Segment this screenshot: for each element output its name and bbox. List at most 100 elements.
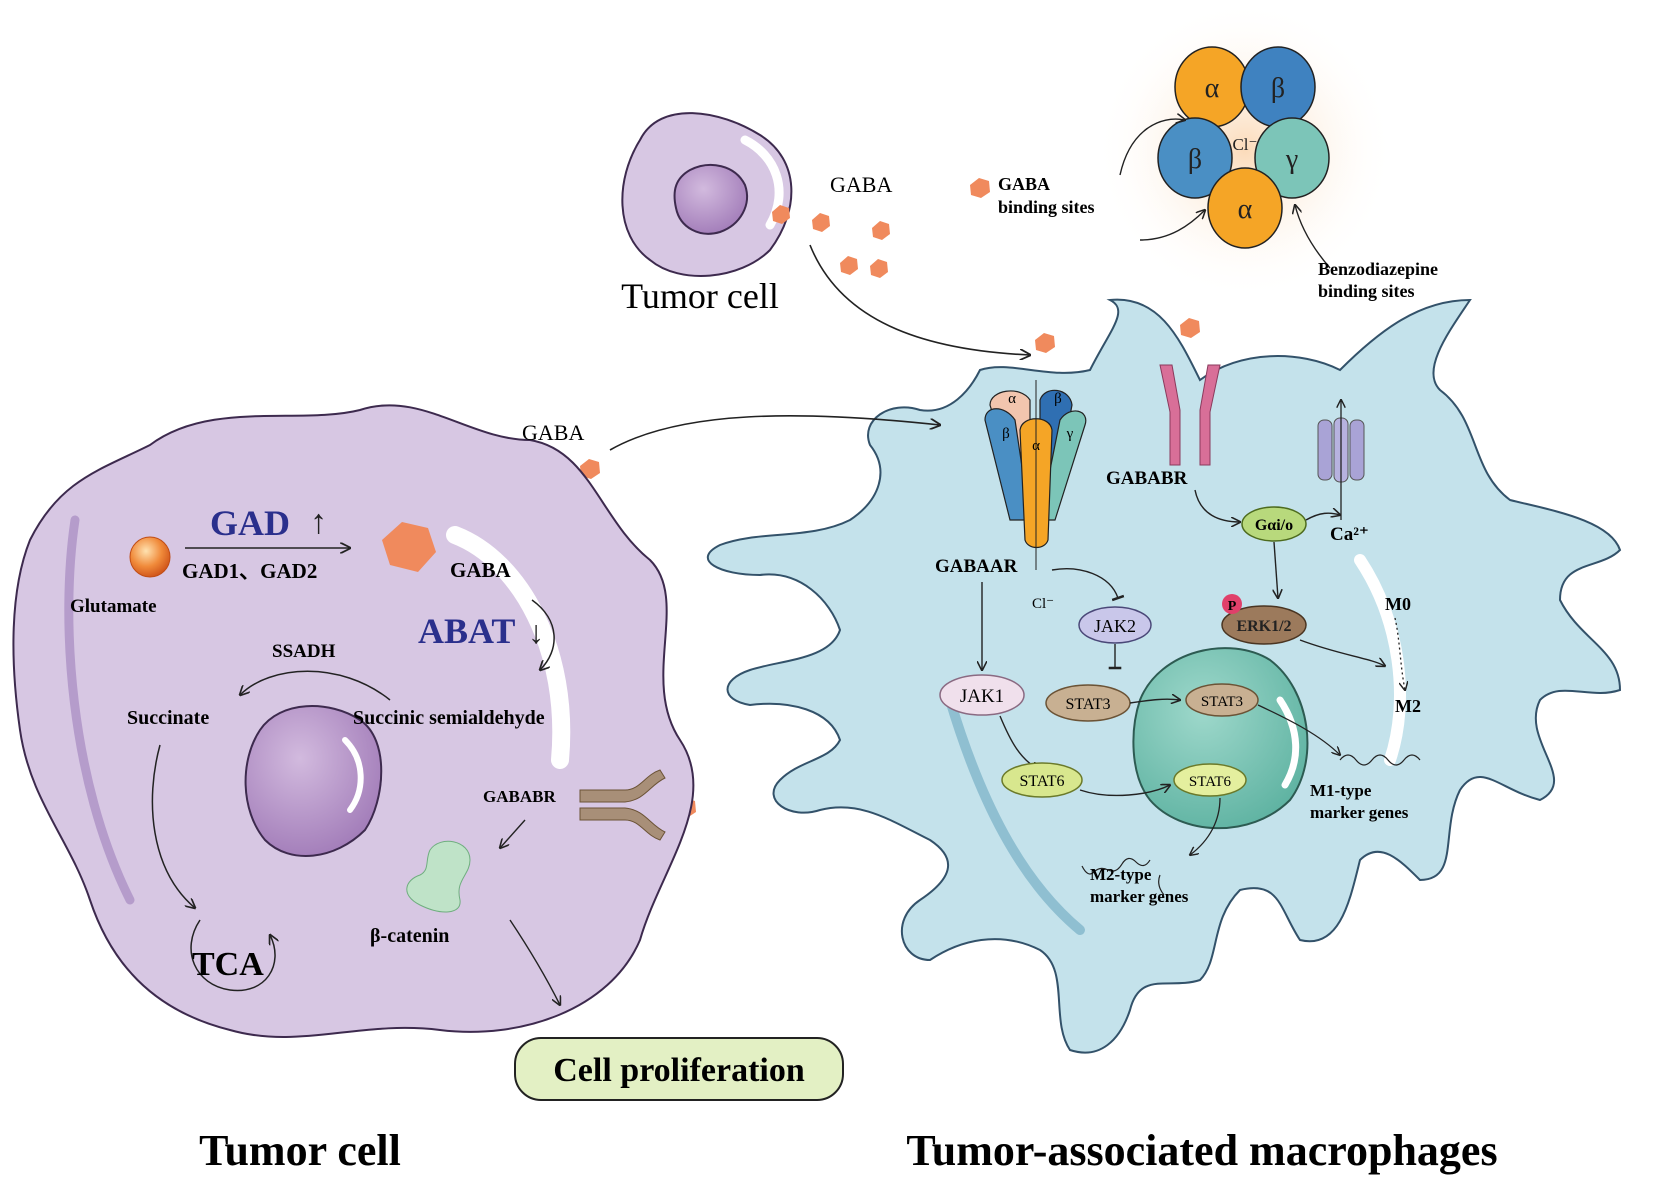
macrophage-cl-label: Cl⁻ (1032, 596, 1054, 612)
arrow-binding-top (1119, 119, 1185, 176)
gabab-receptor-icon (1159, 364, 1221, 466)
macrophage-shadow (945, 695, 1085, 935)
subunit-alpha-bottom (1207, 167, 1283, 249)
arrow-stat6-nucleus (1079, 785, 1170, 797)
legend-gaba: GABA (998, 174, 1050, 194)
stat3-nuc-label: STAT3 (1201, 694, 1243, 710)
gaba-hex-icon (870, 259, 888, 278)
top-tumor-label: Tumor cell (621, 276, 779, 316)
jak1-label: JAK1 (960, 686, 1004, 707)
gad-isoforms-label: GAD1、GAD2 (182, 559, 317, 583)
gaba-hex-icon (840, 256, 858, 275)
benzo-label: Benzodiazepine (1318, 259, 1438, 279)
gaba-hex-icon (580, 459, 600, 479)
arrow-gabab-galpha (1194, 489, 1240, 522)
stat6-cyto-label: STAT6 (1020, 773, 1065, 790)
m2-dna-icon (1081, 857, 1151, 875)
jak2-label: JAK2 (1094, 616, 1136, 636)
subunit-gamma (1254, 117, 1330, 199)
subunit-beta-left (1157, 117, 1233, 199)
inset-glow (1095, 0, 1395, 300)
erk-node (1221, 605, 1307, 645)
arrow-stat3-nucleus (1129, 699, 1180, 703)
phospho-label: P (1228, 599, 1237, 614)
subunit-label: α (1205, 73, 1220, 104)
gabaa-gamma-front (1039, 410, 1087, 521)
macrophage-highlight (1354, 554, 1406, 766)
m0-label: M0 (1385, 594, 1411, 614)
proliferation-label: Cell proliferation (553, 1052, 805, 1089)
stat6-cyto-node (1001, 762, 1083, 798)
tumor-gabab-receptor-icon (579, 769, 666, 841)
tumor-gabab-arm (579, 807, 666, 841)
legend-binding-sites: binding sites (998, 197, 1095, 217)
arrow-gabab-catenin (500, 819, 526, 848)
tca-cycle-arrow (190, 919, 275, 992)
ssadh-label: SSADH (272, 641, 336, 662)
galpha-node (1241, 506, 1307, 542)
arrow-catenin-proliferation (509, 919, 560, 1005)
calcium-channel-icon (1317, 400, 1365, 520)
subunit-label: γ (1285, 144, 1298, 175)
macrophage-gabab-r-label: GABABR (1106, 468, 1188, 489)
m2-genes-label-2: marker genes (1090, 887, 1189, 906)
stat6-nuc-label: STAT6 (1189, 774, 1232, 790)
gabaa-subunit-label: α (1032, 438, 1040, 454)
gad-up-arrow-icon: ↑ (310, 504, 327, 541)
phospho-badge (1222, 594, 1242, 614)
gabaa-subunit-label: β (1054, 391, 1062, 407)
gabaa-subunit-label: β (1002, 426, 1010, 442)
m1-genes-label: M1-type (1310, 781, 1372, 800)
subunit-label: β (1271, 73, 1285, 104)
receptor-inset: α β β γ α Cl⁻ (1095, 0, 1395, 300)
m1-dna-icon (1339, 754, 1421, 766)
glutamate-icon (129, 536, 171, 578)
arrow-galpha-erk (1274, 541, 1278, 598)
arrow-succinate-tca (151, 744, 195, 908)
subunit-label: α (1238, 194, 1253, 225)
m2-dna-tail-icon (1158, 874, 1165, 896)
benzo-binding-sites: binding sites (1318, 281, 1415, 301)
legend-gaba-hex-icon (970, 178, 990, 198)
m1-genes-label-2: marker genes (1310, 803, 1409, 822)
arrow-erk-m2 (1299, 639, 1385, 666)
macrophage-cell (706, 298, 1622, 1054)
m2-genes-label: M2-type (1090, 865, 1152, 884)
gaba-large-hex-icon (382, 522, 436, 572)
tumor-cell-title: Tumor cell (199, 1126, 401, 1175)
arrow-gaba-semialdehyde (531, 599, 555, 670)
inset-cl-label: Cl⁻ (1232, 135, 1257, 154)
gad-enzyme-label: GAD (210, 503, 290, 543)
gabaa-subunit-label: γ (1066, 426, 1074, 442)
stat6-nuc-node (1173, 763, 1247, 797)
gaba-hex-icon (1180, 318, 1200, 338)
proliferation-box (514, 1037, 844, 1101)
beta-catenin-label: β-catenin (370, 925, 449, 947)
gabab-receptor-arm (1199, 364, 1221, 466)
m2-label: M2 (1395, 696, 1421, 716)
tumor-cell (12, 404, 695, 1039)
arrow-stat6-m2 (1190, 797, 1221, 855)
stat3-cyto-label: STAT3 (1066, 696, 1111, 713)
nucleus-highlight (1276, 696, 1300, 789)
succinate-label: Succinate (127, 707, 209, 729)
gaba-in-label: GABA (450, 558, 512, 582)
semialdehyde-label: Succinic semialdehyde (353, 707, 545, 729)
tumor-gabab-r-label: GABABR (483, 787, 556, 806)
abat-down-arrow-icon: ↓ (528, 614, 544, 650)
gaba-hex-icon (812, 213, 830, 232)
tumor-cell-shadow (64, 515, 135, 905)
arrow-galpha-ca (1305, 513, 1340, 521)
jak2-node (1078, 606, 1152, 644)
jak1-node (939, 674, 1025, 716)
top-gaba-label: GABA (830, 172, 892, 197)
gaba-hex-icon (772, 205, 790, 224)
subunit-label: β (1188, 144, 1202, 175)
gaba-molecules (515, 178, 1200, 818)
erk-label: ERK1/2 (1236, 618, 1291, 635)
macrophage-title: Tumor-associated macrophages (906, 1126, 1497, 1175)
gabaa-receptor-icon (984, 380, 1087, 570)
top-tumor-cell (621, 112, 793, 277)
gabaa-subunit-label: α (1008, 391, 1016, 407)
top-tumor-nucleus (673, 164, 748, 235)
